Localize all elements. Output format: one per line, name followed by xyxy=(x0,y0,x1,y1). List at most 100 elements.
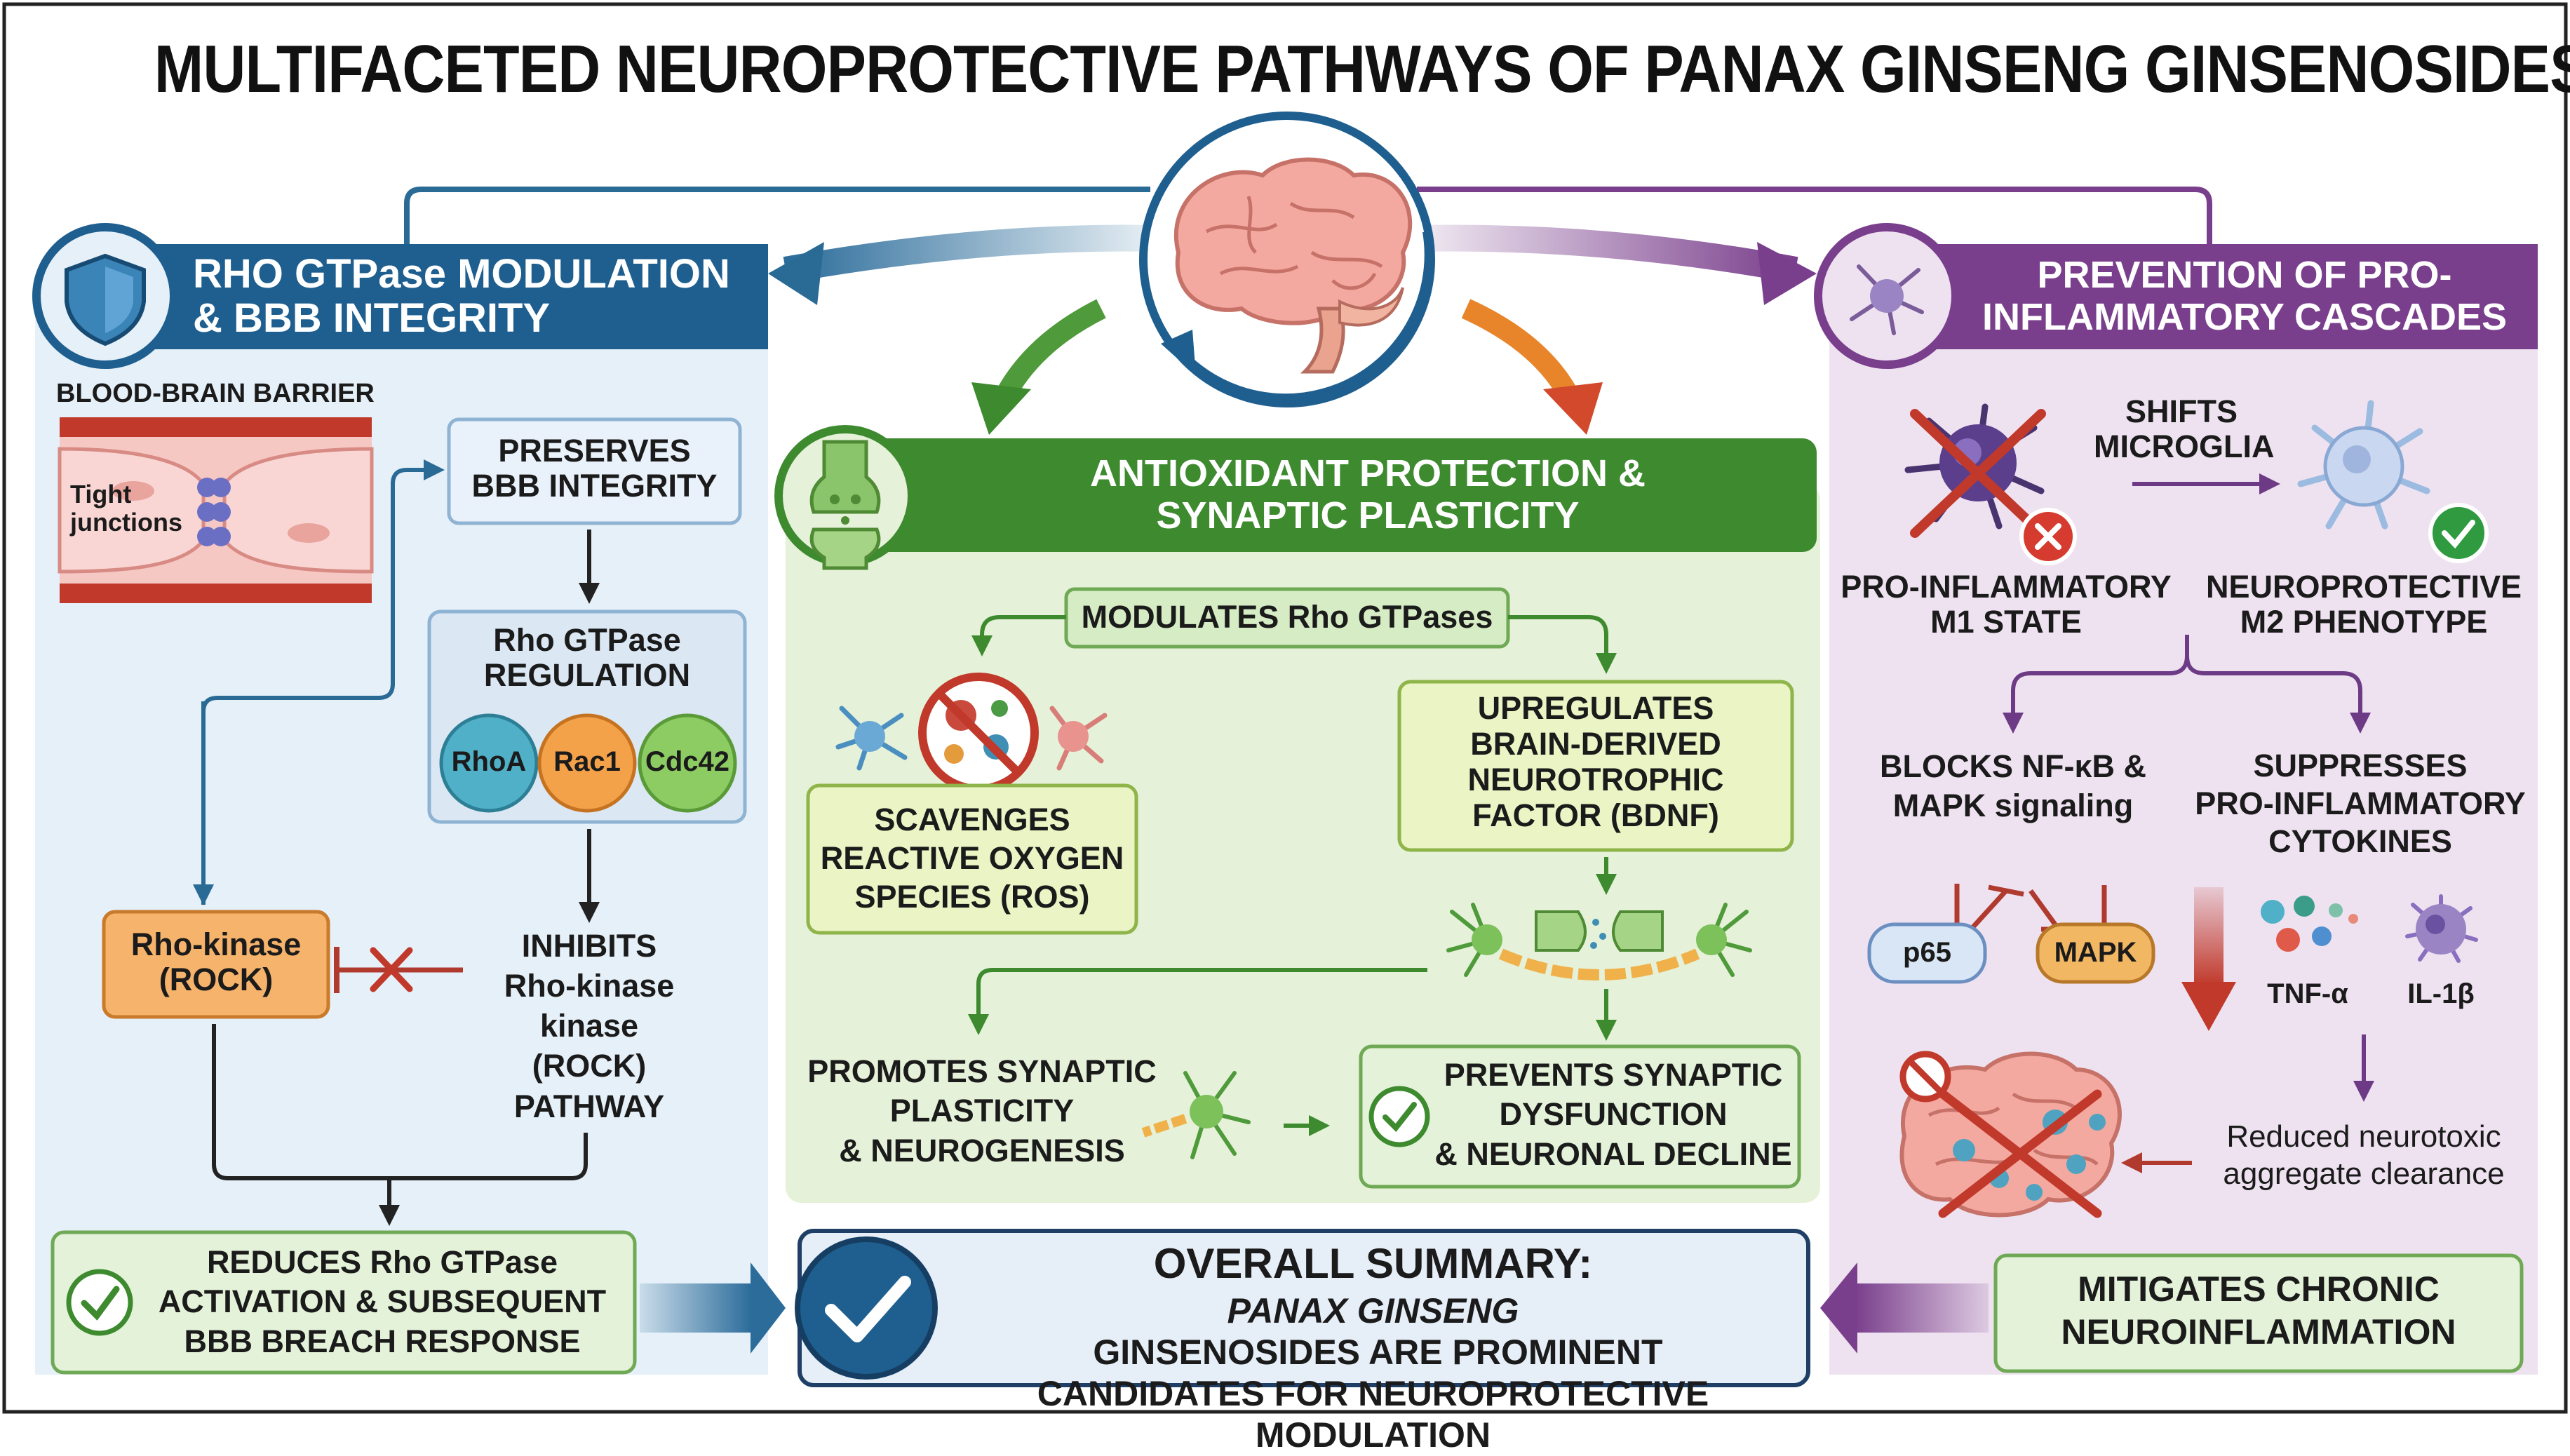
top-link-right xyxy=(1417,187,2212,245)
arrow-orange-head xyxy=(1543,382,1603,435)
bbb-label: BLOOD-BRAIN BARRIER xyxy=(56,379,375,408)
inhibits-line2: Rho-kinase xyxy=(504,968,675,1004)
inhibits-line5: PATHWAY xyxy=(513,1088,665,1124)
mitigates-line2: NEUROINFLAMMATION xyxy=(2061,1312,2456,1351)
p65-pill xyxy=(1867,922,1987,984)
prevents-box xyxy=(1359,1044,1801,1189)
tnf-label: TNF-α xyxy=(2267,978,2348,1009)
arrow-brain-to-left-head xyxy=(768,242,824,305)
summary-line1: PANAX GINSENG GINSENOSIDES ARE PROMINENT xyxy=(943,1290,1803,1373)
promotes-text: PROMOTES SYNAPTIC PLASTICITY & NEUROGENE… xyxy=(796,1052,1168,1171)
shifts-line2: MICROGLIA xyxy=(2094,429,2275,465)
right-header-title: PREVENTION OF PRO- INFLAMMATORY CASCADES xyxy=(1967,254,2522,339)
damaged-brain-icon xyxy=(1899,1051,2122,1218)
bdnf-line2: BRAIN-DERIVED xyxy=(1470,725,1721,762)
shifts-line1: SHIFTS xyxy=(2125,393,2238,429)
tight-line2: junctions xyxy=(70,508,182,537)
m1-line1: PRO-INFLAMMATORY xyxy=(1841,569,2172,605)
center-panel-bg xyxy=(786,484,1820,1203)
bdnf-line1: UPREGULATES xyxy=(1477,690,1714,726)
inhibits-text: INHIBITS Rho-kinase kinase (ROCK) PATHWA… xyxy=(449,926,729,1126)
rock-box xyxy=(102,910,330,1019)
reduced-text: Reduced neurotoxic aggregate clearance xyxy=(2188,1119,2539,1193)
arrow-feedback-blue xyxy=(201,459,445,905)
suppresses-text: SUPPRESSES PRO-INFLAMMATORY CYTOKINES xyxy=(2181,747,2539,861)
blocks-line2: MAPK signaling xyxy=(1892,788,2134,824)
reduced-line2: aggregate clearance xyxy=(2223,1156,2505,1191)
arrow-right-to-summary xyxy=(1855,1283,1989,1333)
top-link-left xyxy=(404,187,1150,245)
arrow-brain-to-left xyxy=(783,224,1158,283)
left-header-line2: & BBB INTEGRITY xyxy=(193,295,551,341)
brain-circle-arc xyxy=(1174,230,1434,404)
rhoa-label: RhoA xyxy=(451,746,527,777)
right-header-bar xyxy=(1876,244,2538,349)
synapse-icon xyxy=(809,440,881,570)
bdnf-line3: NEUROTROPHIC xyxy=(1467,761,1724,797)
inhibits-line4: (ROCK) xyxy=(532,1048,647,1084)
ros-illustration xyxy=(835,673,1108,793)
preserves-box xyxy=(447,417,742,525)
summary-line2: CANDIDATES FOR NEUROPROTECTIVE MODULATIO… xyxy=(1037,1374,1709,1455)
summary-check-badge xyxy=(795,1236,938,1380)
reduces-line1: REDUCES Rho GTPase xyxy=(206,1244,558,1280)
left-header-title: RHO GTPase MODULATION & BBB INTEGRITY xyxy=(193,252,754,340)
shifts-text: SHIFTS MICROGLIA xyxy=(2094,393,2275,465)
summary-line1-italic: PANAX GINSENG xyxy=(1227,1291,1519,1330)
scavenges-line2: REACTIVE OXYGEN xyxy=(820,840,1124,876)
arrow-brain-to-center-green xyxy=(993,299,1106,405)
mapk-pill xyxy=(2036,922,2155,984)
promotes-line1: PROMOTES SYNAPTIC xyxy=(807,1053,1157,1089)
red-down-arrow xyxy=(2194,887,2223,985)
summary-line1-rest: GINSENOSIDES ARE PROMINENT xyxy=(1083,1333,1663,1372)
p65-label: p65 xyxy=(1903,937,1951,968)
rac1-label: Rac1 xyxy=(553,746,621,777)
mapk-label: MAPK xyxy=(2054,937,2137,968)
promotes-line3: & NEUROGENESIS xyxy=(839,1132,1125,1168)
cdc42-circle xyxy=(638,713,737,813)
checkmark-icon xyxy=(825,1276,911,1342)
rock-line2: (ROCK) xyxy=(159,962,274,998)
m2-line2: M2 PHENOTYPE xyxy=(2240,604,2488,640)
il1b-cell-icon xyxy=(2405,894,2478,963)
m2-text: NEUROPROTECTIVE M2 PHENOTYPE xyxy=(2188,569,2539,640)
bdnf-text: UPREGULATES BRAIN-DERIVED NEUROTROPHIC F… xyxy=(1399,690,1792,833)
check-icon-left xyxy=(66,1269,133,1336)
page-title: MULTIFACETED NEUROPROTECTIVE PATHWAYS OF… xyxy=(154,32,2570,107)
mitigates-box xyxy=(1993,1253,2524,1373)
cdc42-label: Cdc42 xyxy=(645,746,730,777)
arrow-brain-to-right-head xyxy=(1757,242,1817,305)
bdnf-box xyxy=(1397,680,1794,852)
m1-microglia-icon xyxy=(1904,403,2077,565)
arrow-modulates-right xyxy=(1508,615,1617,674)
suppresses-line1: SUPPRESSES xyxy=(2253,748,2468,783)
bdnf-line4: FACTOR (BDNF) xyxy=(1472,797,1719,833)
check-icon-center xyxy=(1368,1086,1430,1147)
reduces-text: REDUCES Rho GTPase ACTIVATION & SUBSEQUE… xyxy=(133,1243,631,1361)
scavenges-box xyxy=(806,783,1138,935)
arrow-left-to-summary xyxy=(640,1283,752,1333)
suppresses-line3: CYTOKINES xyxy=(2268,823,2452,859)
reduces-box xyxy=(51,1230,637,1375)
left-header-bar xyxy=(91,244,768,349)
right-header-line1: PREVENTION OF PRO- xyxy=(2037,254,2452,296)
regulation-text: Rho GTPase REGULATION xyxy=(429,622,745,694)
tnf-molecules-icon xyxy=(2261,896,2358,952)
mitigates-line1: MITIGATES CHRONIC xyxy=(2078,1269,2440,1309)
regulation-line1: Rho GTPase xyxy=(493,622,681,658)
arrow-brain-to-right xyxy=(1416,224,1798,283)
merge-lines xyxy=(212,1024,588,1180)
preserves-text: PRESERVES BBB INTEGRITY xyxy=(449,433,740,504)
m2-line1: NEUROPROTECTIVE xyxy=(2205,569,2522,605)
scavenges-line3: SPECIES (ROS) xyxy=(854,878,1090,915)
inhibit-x-icon xyxy=(370,947,413,992)
left-header-line1: RHO GTPase MODULATION xyxy=(193,251,730,297)
reduces-line2: ACTIVATION & SUBSEQUENT xyxy=(158,1283,607,1320)
scavenges-text: SCAVENGES REACTIVE OXYGEN SPECIES (ROS) xyxy=(808,801,1136,917)
diagram-graphics xyxy=(2,2,2568,1414)
bbb-illustration xyxy=(58,417,374,603)
summary-body: PANAX GINSENG GINSENOSIDES ARE PROMINENT… xyxy=(943,1290,1803,1456)
suppresses-line2: PRO-INFLAMMATORY xyxy=(2195,786,2526,821)
center-header-bar xyxy=(842,438,1817,552)
modulates-text: MODULATES Rho GTPases xyxy=(1081,599,1493,635)
